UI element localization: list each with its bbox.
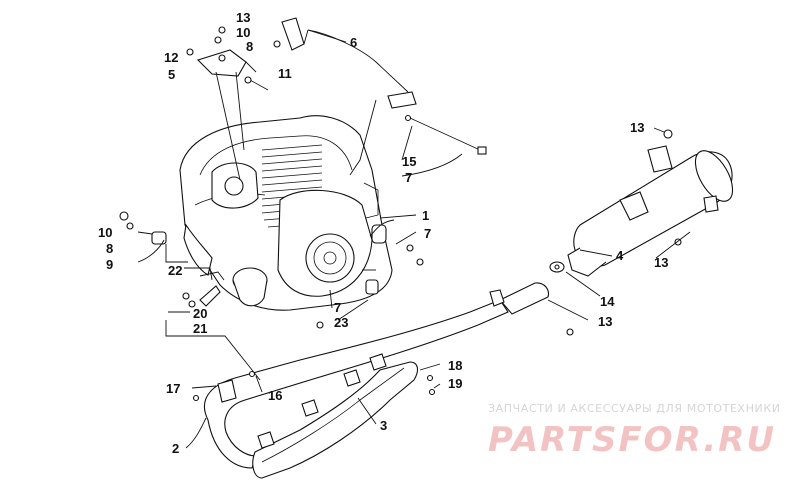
callout-18: 18 (448, 358, 462, 373)
callout-8: 8 (246, 39, 253, 54)
callout-2: 2 (172, 441, 179, 456)
engine-assembly (151, 115, 393, 311)
starter-cover (305, 233, 355, 283)
hardware-small (119, 211, 574, 336)
callout-15: 15 (402, 154, 416, 169)
callout-13: 13 (236, 10, 250, 25)
callout-23: 23 (334, 315, 348, 330)
callout-10b: 10 (98, 225, 112, 240)
callout-17: 17 (166, 381, 180, 396)
callout-16: 16 (268, 388, 282, 403)
callout-9: 9 (106, 257, 113, 272)
long-bolt (404, 114, 487, 155)
callout-19: 19 (448, 376, 462, 391)
callout-7b: 7 (424, 226, 431, 241)
engine-mount-bracket (186, 26, 269, 91)
muffler (567, 129, 734, 277)
callout-13c: 13 (654, 255, 668, 270)
callout-14: 14 (600, 294, 615, 309)
callout-3: 3 (380, 418, 387, 433)
heat-shield (192, 353, 436, 479)
watermark-caption: ЗАПЧАСТИ И АКСЕССУАРЫ ДЛЯ МОТОТЕХНИКИ (488, 402, 781, 415)
hanger-bracket (273, 17, 417, 109)
callout-21: 21 (193, 321, 207, 336)
callout-6: 6 (350, 35, 357, 50)
callout-10: 10 (236, 25, 250, 40)
callout-13b: 13 (630, 120, 644, 135)
callout-8b: 8 (106, 241, 113, 256)
callout-22: 22 (168, 263, 182, 278)
leader-lines (137, 29, 691, 449)
callout-7a: 7 (405, 170, 412, 185)
callout-11: 11 (278, 66, 292, 81)
watermark-logo: PARTSFOR.RU (488, 420, 777, 460)
callout-labels: 13 10 8 12 5 11 6 15 7 1 7 10 8 9 22 20 … (98, 10, 668, 456)
callout-13d: 13 (598, 314, 612, 329)
callout-12: 12 (164, 50, 178, 65)
callout-7c: 7 (334, 300, 341, 315)
callout-5: 5 (168, 67, 175, 82)
callout-1: 1 (422, 208, 429, 223)
callout-4: 4 (616, 248, 624, 263)
callout-20: 20 (193, 306, 207, 321)
